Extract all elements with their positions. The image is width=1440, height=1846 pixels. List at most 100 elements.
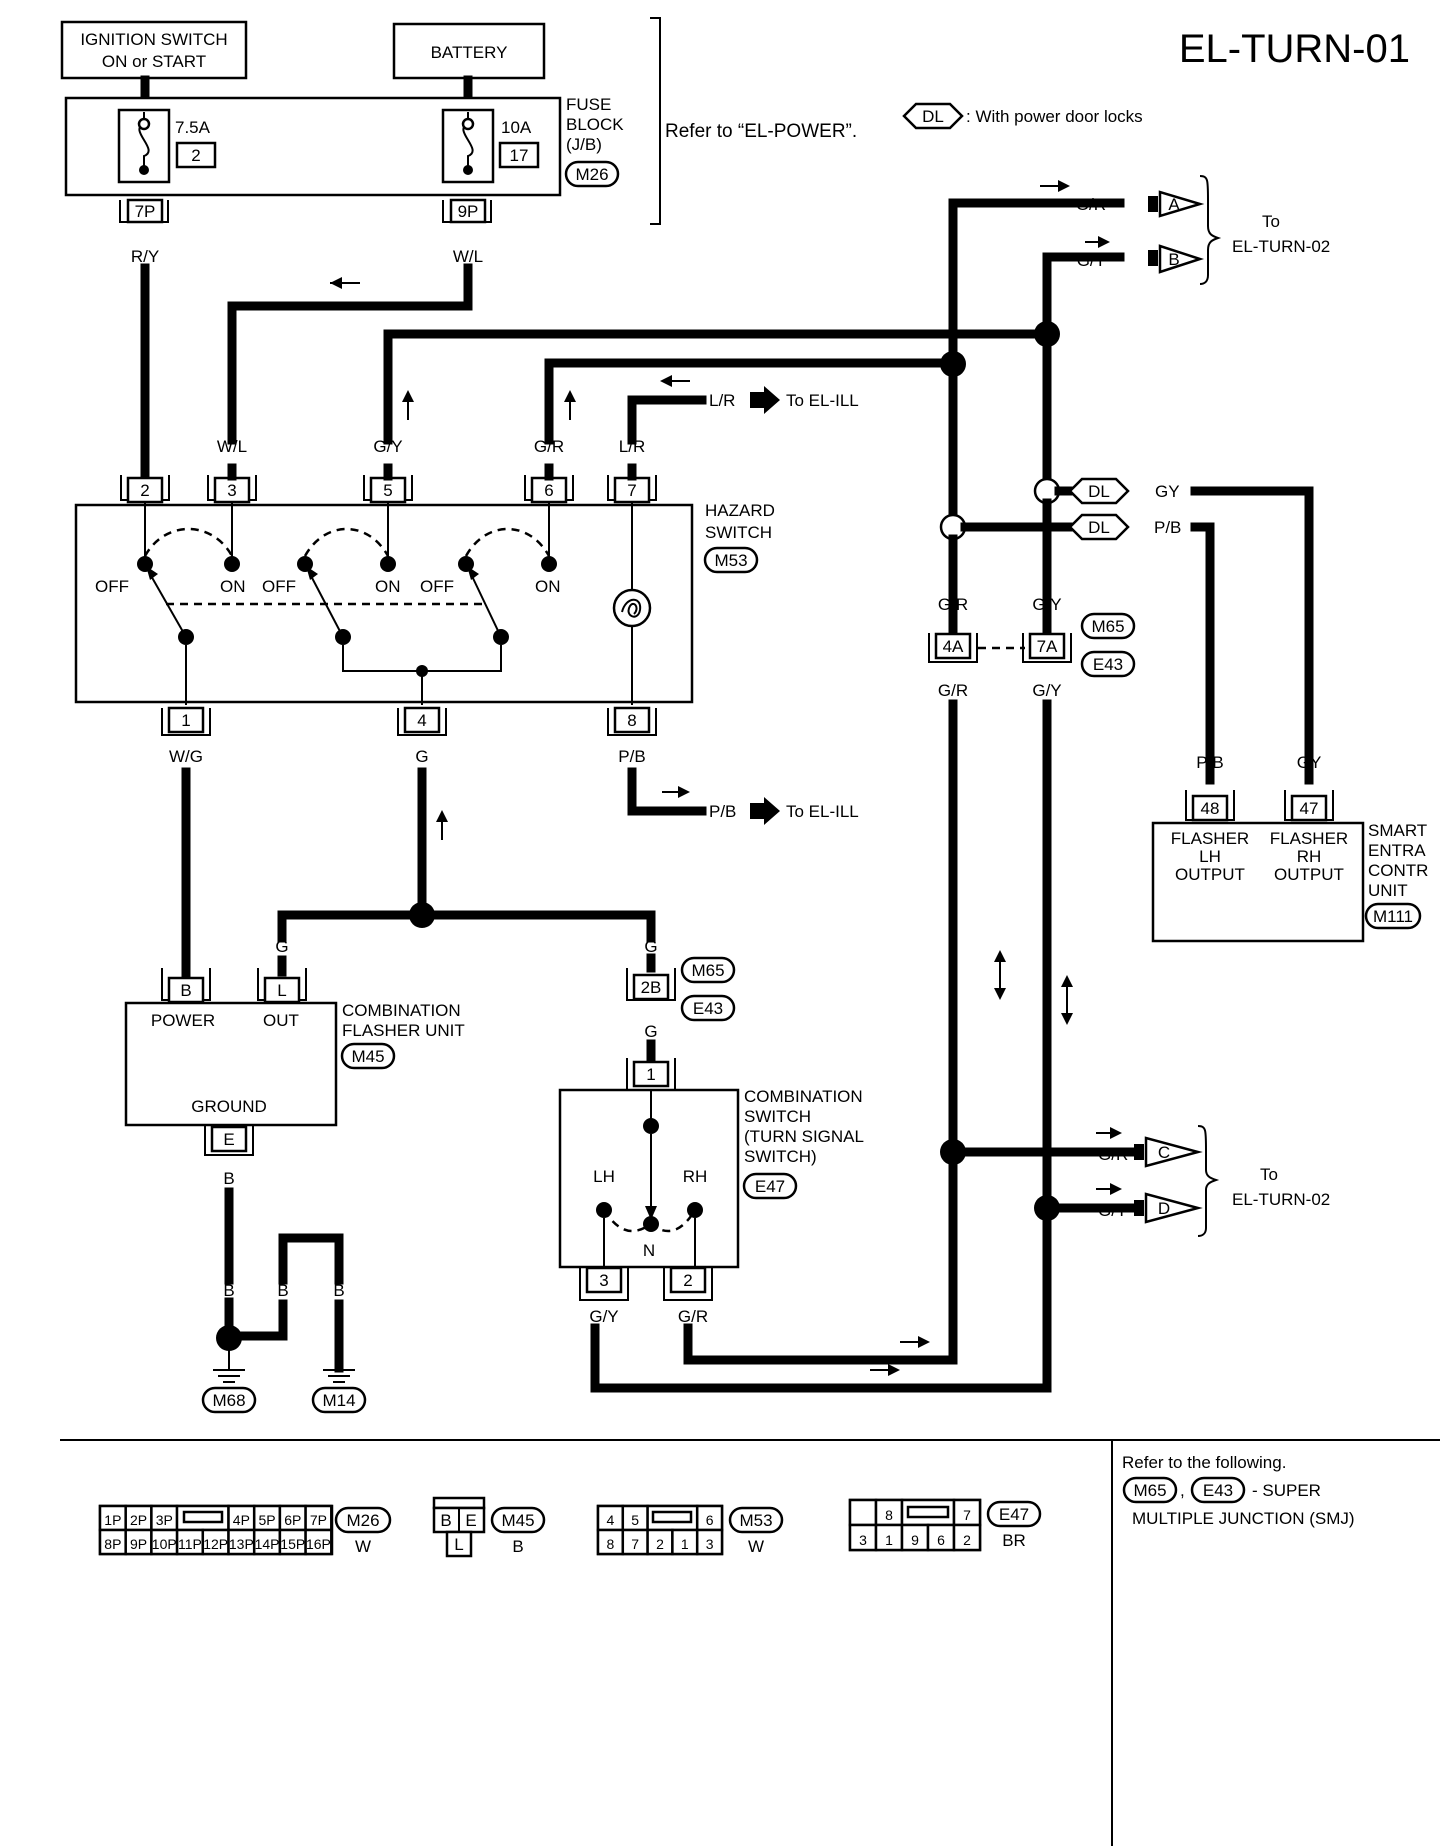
hazard-label-2: SWITCH xyxy=(705,523,772,542)
svg-text:B: B xyxy=(440,1511,451,1530)
wire-label-gy-d: G/Y xyxy=(1098,1201,1127,1220)
refer-following: Refer to the following. xyxy=(1122,1453,1286,1472)
wire-label-gy-combo: G/Y xyxy=(589,1307,618,1326)
hazard-switch: 2 3 5 6 7 OFF ON OFF ON OFF ON xyxy=(74,463,694,736)
pin-5: 5 xyxy=(631,1512,639,1528)
smj-desc-2: MULTIPLE JUNCTION (SMJ) xyxy=(1132,1509,1355,1528)
ignition-switch-box: IGNITION SWITCH ON or START xyxy=(60,20,248,80)
wire-label-g-smj-bottom: G xyxy=(644,1022,657,1041)
smj-tag-e43-upper: E43 xyxy=(1080,650,1136,678)
smart-rh-1: FLASHER xyxy=(1270,829,1348,848)
combo-lh: LH xyxy=(593,1167,615,1186)
pin-11P: 11P xyxy=(178,1536,202,1552)
to-el-ill-2: To EL-ILL xyxy=(786,802,859,821)
dl-symbol-pb: DL xyxy=(1068,513,1130,541)
to-el-ill-1: To EL-ILL xyxy=(786,391,859,410)
hazard-off-1: OFF xyxy=(95,577,129,596)
refer-tag-m65: M65 xyxy=(1122,1476,1178,1504)
smart-lh-2: LH xyxy=(1199,847,1221,866)
svg-text:7P: 7P xyxy=(135,202,156,221)
ground-symbol-m14: M14 xyxy=(311,1369,367,1414)
connector-a: A xyxy=(1148,190,1205,218)
hazard-on-3: ON xyxy=(535,577,561,596)
fuse-block-label-1: FUSE xyxy=(566,95,611,114)
wire-label-lr: L/R xyxy=(619,437,645,456)
pin-8: 8 xyxy=(607,1536,615,1552)
wire-label-gy-7a-bottom: G/Y xyxy=(1032,681,1061,700)
fuse-2-rating: 10A xyxy=(501,118,532,137)
svg-text:1: 1 xyxy=(646,1065,655,1084)
smart-label-2: ENTRA xyxy=(1368,841,1426,860)
wire-label-gr-4a-bottom: G/R xyxy=(938,681,968,700)
hazard-pin-5: 5 xyxy=(363,475,413,504)
hazard-pin-1: 1 xyxy=(161,706,211,736)
refer-tag-e43: E43 xyxy=(1190,1476,1246,1504)
hazard-pin-2: 2 xyxy=(120,475,170,504)
ignition-label-2: ON or START xyxy=(102,52,206,71)
connector-face-m53-tag: M53 W xyxy=(728,1506,784,1556)
svg-text:L: L xyxy=(277,981,286,1000)
wire-label-gr-a: G/R xyxy=(1076,195,1106,214)
wire-label-g-hazard: G xyxy=(415,747,428,766)
wire-label-b-2: B xyxy=(223,1281,234,1300)
pin-8: 8 xyxy=(885,1507,893,1523)
smart-rh-3: OUTPUT xyxy=(1274,865,1344,884)
pin-6: 6 xyxy=(706,1512,714,1528)
combo-connector-tag: E47 xyxy=(742,1172,798,1200)
connector-face-m45-tag: M45 B xyxy=(490,1506,546,1556)
pin-7p: 7P xyxy=(119,198,169,224)
pin-4P: 4P xyxy=(233,1512,250,1528)
combo-pin-3: 3 xyxy=(579,1266,629,1301)
smj-tag-m65-upper: M65 xyxy=(1080,612,1136,640)
hazard-label-1: HAZARD xyxy=(705,501,775,520)
svg-text:W: W xyxy=(748,1537,764,1556)
svg-text:E47: E47 xyxy=(755,1177,785,1196)
pin-8P: 8P xyxy=(104,1536,121,1552)
pin-7: 7 xyxy=(963,1507,971,1523)
combo-pin-1: 1 xyxy=(626,1058,676,1091)
smart-lh-3: OUTPUT xyxy=(1175,865,1245,884)
svg-text:M53: M53 xyxy=(739,1511,772,1530)
pin-3: 3 xyxy=(706,1536,714,1552)
flasher-power: POWER xyxy=(151,1011,215,1030)
svg-text:B: B xyxy=(512,1537,523,1556)
pin-12P: 12P xyxy=(203,1536,228,1552)
refer-el-power: Refer to “EL-POWER”. xyxy=(665,121,857,142)
wire-label-b-4: B xyxy=(333,1281,344,1300)
wire-label-gy-b: G/Y xyxy=(1077,251,1106,270)
hazard-off-3: OFF xyxy=(420,577,454,596)
smart-label-3: CONTR xyxy=(1368,861,1428,880)
flasher-ground: GROUND xyxy=(191,1097,267,1116)
svg-text:E43: E43 xyxy=(1203,1481,1233,1500)
wire-label-b-3: B xyxy=(277,1281,288,1300)
dl-note: : With power door locks xyxy=(966,107,1143,126)
wire-label-lr-right: L/R xyxy=(709,391,735,410)
pin-10P: 10P xyxy=(152,1536,177,1552)
svg-text:M111: M111 xyxy=(1373,907,1413,926)
svg-text:3: 3 xyxy=(227,481,236,500)
battery-box: BATTERY xyxy=(392,22,546,80)
wire-label-gr-4a-top: G/R xyxy=(938,595,968,614)
flasher-label-2: FLASHER UNIT xyxy=(342,1021,465,1040)
svg-text:M65: M65 xyxy=(691,961,724,980)
hazard-on-2: ON xyxy=(375,577,401,596)
svg-text:E43: E43 xyxy=(1093,655,1123,674)
fuse-2-number: 17 xyxy=(510,146,529,165)
pin-13P: 13P xyxy=(229,1536,254,1552)
flasher-pin-e: E xyxy=(204,1125,254,1156)
battery-label: BATTERY xyxy=(431,43,508,62)
ignition-label-1: IGNITION SWITCH xyxy=(80,30,227,49)
svg-text:M26: M26 xyxy=(575,165,608,184)
svg-text:DL: DL xyxy=(1088,518,1110,537)
svg-text:7A: 7A xyxy=(1037,637,1058,656)
svg-text:8: 8 xyxy=(627,711,636,730)
wire-label-g-flasher: G xyxy=(275,937,288,956)
svg-text:6: 6 xyxy=(544,481,553,500)
pin-4: 4 xyxy=(607,1512,615,1528)
wire-label-gr-c: G/R xyxy=(1098,1145,1128,1164)
wire-label-wl-hazard: W/L xyxy=(217,437,247,456)
bidirectional-arrow-2 xyxy=(1061,975,1073,1025)
smart-connector-tag: M111 xyxy=(1364,902,1422,930)
